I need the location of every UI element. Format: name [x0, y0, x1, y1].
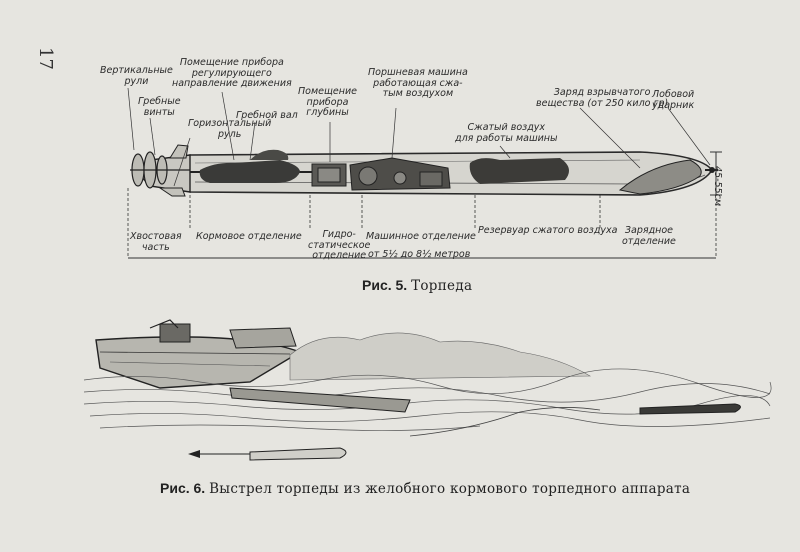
label-propellers: Гребные винты — [138, 96, 181, 118]
propellers-drawing — [130, 151, 190, 189]
figure6-caption-label: Рис. 6. — [160, 480, 206, 496]
explosive-charge — [618, 159, 702, 195]
figure6-caption: Рис. 6. Выстрел торпеды из желобного кор… — [160, 480, 690, 497]
launch-trough — [229, 387, 411, 413]
figure5-caption: Рис. 5. Торпеда — [362, 277, 472, 294]
figure5-caption-label: Рис. 5. — [362, 277, 408, 293]
label-tail-section: Хвостовая часть — [130, 231, 182, 253]
boat-drawing — [95, 319, 302, 389]
label-air-reservoir: Резервуар сжатого воздуха — [478, 225, 618, 236]
figure6-caption-text: Выстрел торпеды из желобного кормового т… — [209, 481, 691, 497]
label-horizontal-rudder: Горизонтальный руль — [188, 118, 272, 140]
piston-engine — [349, 157, 451, 191]
label-piston-engine: Поршневая машина работающая сжа- тым воз… — [368, 67, 468, 99]
water — [83, 368, 772, 431]
direction-device — [199, 160, 300, 183]
label-hydrostatic-section: Гидро- статическое отделение — [308, 229, 371, 261]
vertical-rudder — [169, 144, 189, 159]
label-compressed-air: Сжатый воздух для работы машины — [455, 122, 558, 144]
label-machine-section: Машинное отделение — [366, 231, 476, 242]
air-tank — [469, 158, 569, 184]
label-vertical-rudders: Вертикальные рули — [100, 65, 173, 87]
horizontal-rudder — [158, 187, 186, 197]
label-direction-device-room: Помещение прибора регулирующего направле… — [172, 57, 292, 89]
label-diameter: 45-55см — [712, 166, 723, 206]
torpedo-in-water — [639, 403, 741, 415]
label-propeller-shaft: Гребной вал — [236, 110, 298, 121]
figure5-caption-text: Торпеда — [411, 278, 473, 294]
fired-torpedo — [249, 447, 347, 461]
label-charge-section: Зарядное отделение — [622, 225, 676, 247]
label-depth-device: Помещение прибора глубины — [298, 86, 357, 118]
spray — [289, 332, 592, 381]
label-front-striker: Лобовой ударник — [652, 89, 695, 111]
label-explosive-charge: Заряд взрывчатого вещества (от 250 кило … — [536, 87, 669, 109]
label-length: от 5½ до 8½ метров — [368, 249, 471, 260]
label-stern-section: Кормовое отделение — [196, 231, 302, 242]
